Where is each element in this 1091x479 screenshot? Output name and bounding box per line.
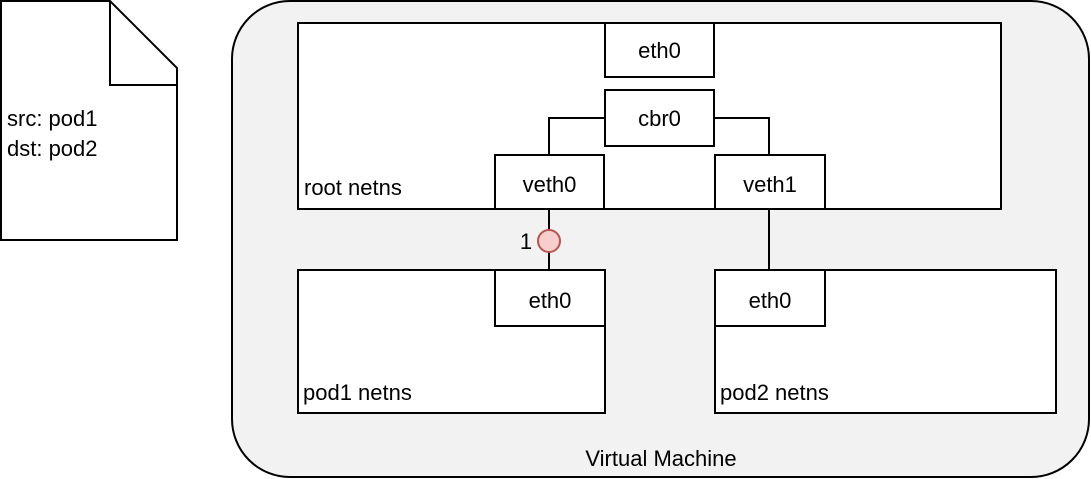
root-netns: root netns eth0 cbr0 veth0 veth1 [297,22,1002,210]
cbr0-label: cbr0 [638,106,681,131]
pod1-eth0-label: eth0 [529,288,572,313]
pod2-eth0-label: eth0 [749,288,792,313]
pod1-netns-label: pod1 netns [303,380,412,405]
packet-document: src: pod1 dst: pod2 [0,0,178,241]
cbr0-veth0-link [548,117,605,155]
step-marker: 1 [520,229,561,254]
step-marker-label: 1 [520,229,532,254]
pod1-netns: eth0 pod1 netns [297,269,606,414]
veth1-label: veth1 [743,172,797,197]
cbr0-bridge: cbr0 [604,89,715,147]
pod2-netns-label: pod2 netns [720,380,829,405]
root-eth0-label: eth0 [638,38,681,63]
veth0-interface: veth0 [494,154,605,210]
veth1-box [714,154,826,210]
pod1-eth0-box [494,269,606,327]
document-shape [0,0,178,241]
step-marker-dot [537,229,561,253]
veth0-label: veth0 [523,172,577,197]
packet-src-text: src: pod1 [7,106,98,131]
root-eth0-interface: eth0 [604,22,715,78]
veth1-interface: veth1 [714,154,826,210]
virtual-machine-label: Virtual Machine [585,446,736,471]
packet-dst-text: dst: pod2 [7,136,98,161]
cbr0-box [604,89,715,147]
pod2-netns: eth0 pod2 netns [714,269,1057,414]
pod2-eth0-box [714,269,826,327]
document-fold [109,1,177,86]
root-netns-label: root netns [304,175,402,200]
root-eth0-box [604,22,715,78]
cbr0-veth1-link [714,117,770,155]
